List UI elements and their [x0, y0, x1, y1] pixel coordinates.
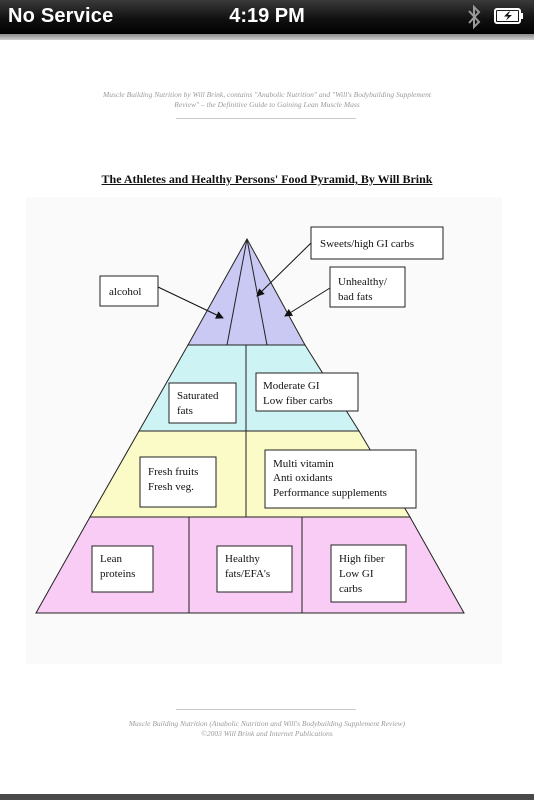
arrow-alcohol	[157, 286, 224, 319]
document-footer: Muscle Building Nutrition (Anabolic Nutr…	[62, 719, 472, 739]
svg-text:Low GI: Low GI	[339, 568, 374, 580]
svg-text:proteins: proteins	[100, 568, 135, 580]
top-divider	[226, 238, 248, 346]
svg-text:Saturated: Saturated	[177, 390, 219, 402]
header-line: Muscle Building Nutrition by Will Brink,…	[103, 90, 431, 99]
label-multi-vitamin: Multi vitamin Anti oxidants Performance …	[264, 449, 417, 509]
svg-text:fats/EFA's: fats/EFA's	[225, 568, 270, 580]
svg-text:fats: fats	[177, 405, 193, 417]
svg-text:Low fiber carbs: Low fiber carbs	[263, 395, 333, 407]
label-alcohol: alcohol	[99, 275, 159, 307]
svg-text:Performance supplements: Performance supplements	[273, 487, 387, 499]
svg-text:Fresh fruits: Fresh fruits	[148, 466, 198, 478]
svg-text:Unhealthy/: Unhealthy/	[338, 276, 388, 288]
page-title: The Athletes and Healthy Persons' Food P…	[101, 172, 433, 186]
svg-text:Healthy: Healthy	[225, 553, 260, 565]
label-sweets: Sweets/high GI carbs	[310, 226, 444, 260]
label-lean-proteins: Lean proteins	[91, 545, 154, 593]
svg-text:Multi vitamin: Multi vitamin	[273, 458, 334, 470]
svg-text:carbs: carbs	[339, 583, 362, 595]
label-healthy-fats: Healthy fats/EFA's	[216, 545, 293, 593]
label-unhealthy-fats: Unhealthy/ bad fats	[329, 266, 406, 308]
header-divider	[176, 118, 356, 119]
svg-text:Lean: Lean	[100, 553, 122, 565]
arrow-fats	[284, 287, 331, 317]
svg-text:bad fats: bad fats	[338, 291, 373, 303]
header-line: Review" – the Definitive Guide to Gainin…	[174, 100, 360, 109]
carrier-label: No Service	[8, 5, 114, 27]
pyramid-tier-top	[187, 237, 306, 346]
footer-line: Muscle Building Nutrition (Anabolic Nutr…	[128, 719, 406, 728]
battery-charging-icon	[494, 8, 523, 24]
svg-text:Moderate GI: Moderate GI	[263, 380, 320, 392]
label-moderate-gi: Moderate GI Low fiber carbs	[255, 372, 359, 412]
footer-line: ©2003 Will Brink and Internet Publicatio…	[201, 729, 333, 738]
svg-text:High fiber: High fiber	[339, 553, 385, 565]
footer-divider	[176, 709, 356, 710]
status-bar-shadow	[0, 34, 534, 40]
bottom-edge	[0, 794, 534, 800]
bluetooth-icon	[468, 4, 481, 30]
svg-text:alcohol: alcohol	[109, 286, 141, 298]
svg-text:Fresh veg.: Fresh veg.	[148, 481, 194, 493]
svg-text:Anti oxidants: Anti oxidants	[273, 472, 333, 484]
label-fresh-fruits: Fresh fruits Fresh veg.	[139, 456, 217, 508]
document-header: Muscle Building Nutrition by Will Brink,…	[62, 90, 472, 110]
label-saturated-fats: Saturated fats	[168, 382, 237, 424]
arrow-sweets	[256, 242, 312, 297]
status-bar: No Service 4:19 PM	[0, 0, 534, 34]
svg-text:Sweets/high GI carbs: Sweets/high GI carbs	[320, 238, 414, 250]
clock: 4:19 PM	[229, 5, 305, 27]
label-high-fiber: High fiber Low GI carbs	[330, 544, 407, 603]
